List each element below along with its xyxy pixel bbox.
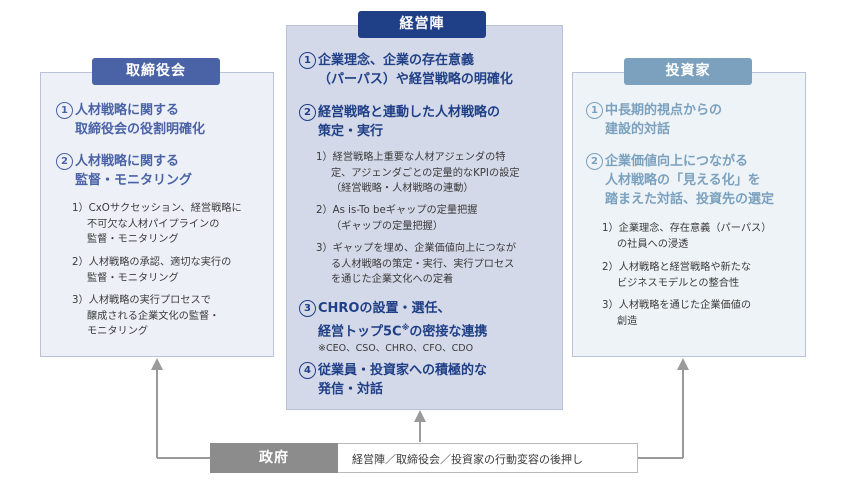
arrow-up-icon	[677, 358, 689, 370]
arrow-up-icon	[414, 410, 426, 422]
circled-number-icon: 2	[56, 153, 73, 170]
management-subitem-2: 2）As is-To beギャップの定量把握 （ギャップの定量把握）	[316, 205, 478, 232]
circled-number-icon: 1	[299, 52, 316, 69]
circled-number-icon: 1	[586, 102, 603, 119]
board-subitem-3: 3）人材戦略の実行プロセスで 醸成される企業文化の監督・ モニタリング	[72, 295, 220, 337]
circled-number-icon: 4	[299, 362, 316, 379]
management-footnote: ※CEO、CSO、CHRO、CFO、CDO	[318, 343, 474, 354]
investor-panel	[572, 72, 806, 357]
board-subitem-2: 2）人材戦略の承認、適切な実行の 監督・モニタリング	[72, 257, 232, 284]
board-tag: 取締役会	[92, 58, 220, 85]
board-subitem-1: 1）CxOサクセッション、経営戦略に 不可欠な人材パイプラインの 監督・モニタリ…	[72, 203, 242, 245]
investor-subitem-1: 1）企業理念、存在意義（パーパス） の社員への浸透	[602, 223, 772, 250]
circled-number-icon: 3	[299, 300, 316, 317]
management-tag: 経営陣	[358, 11, 486, 38]
management-subitem-3: 3）ギャップを埋め、企業価値向上につなが る人材戦略の策定・実行、実行プロセス …	[316, 243, 517, 285]
circled-number-icon: 2	[586, 153, 603, 170]
circled-number-icon: 1	[56, 102, 73, 119]
circled-number-icon: 2	[299, 104, 316, 121]
arrow-up-icon	[151, 358, 163, 370]
management-panel	[286, 25, 563, 410]
investor-tag: 投資家	[624, 58, 752, 85]
investor-subitem-3: 3）人材戦略を通じた企業価値の 創造	[602, 300, 752, 327]
government-tag: 政府	[210, 443, 338, 473]
investor-subitem-2: 2）人材戦略と経営戦略や新たな ビジネスモデルとの整合性	[602, 262, 752, 289]
government-description: 経営陣／取締役会／投資家の行動変容の後押し	[352, 453, 583, 466]
management-subitem-1: 1）経営戦略上重要な人材アジェンダの特 定、アジェンダごとの定量的なKPIの設定…	[316, 152, 520, 194]
